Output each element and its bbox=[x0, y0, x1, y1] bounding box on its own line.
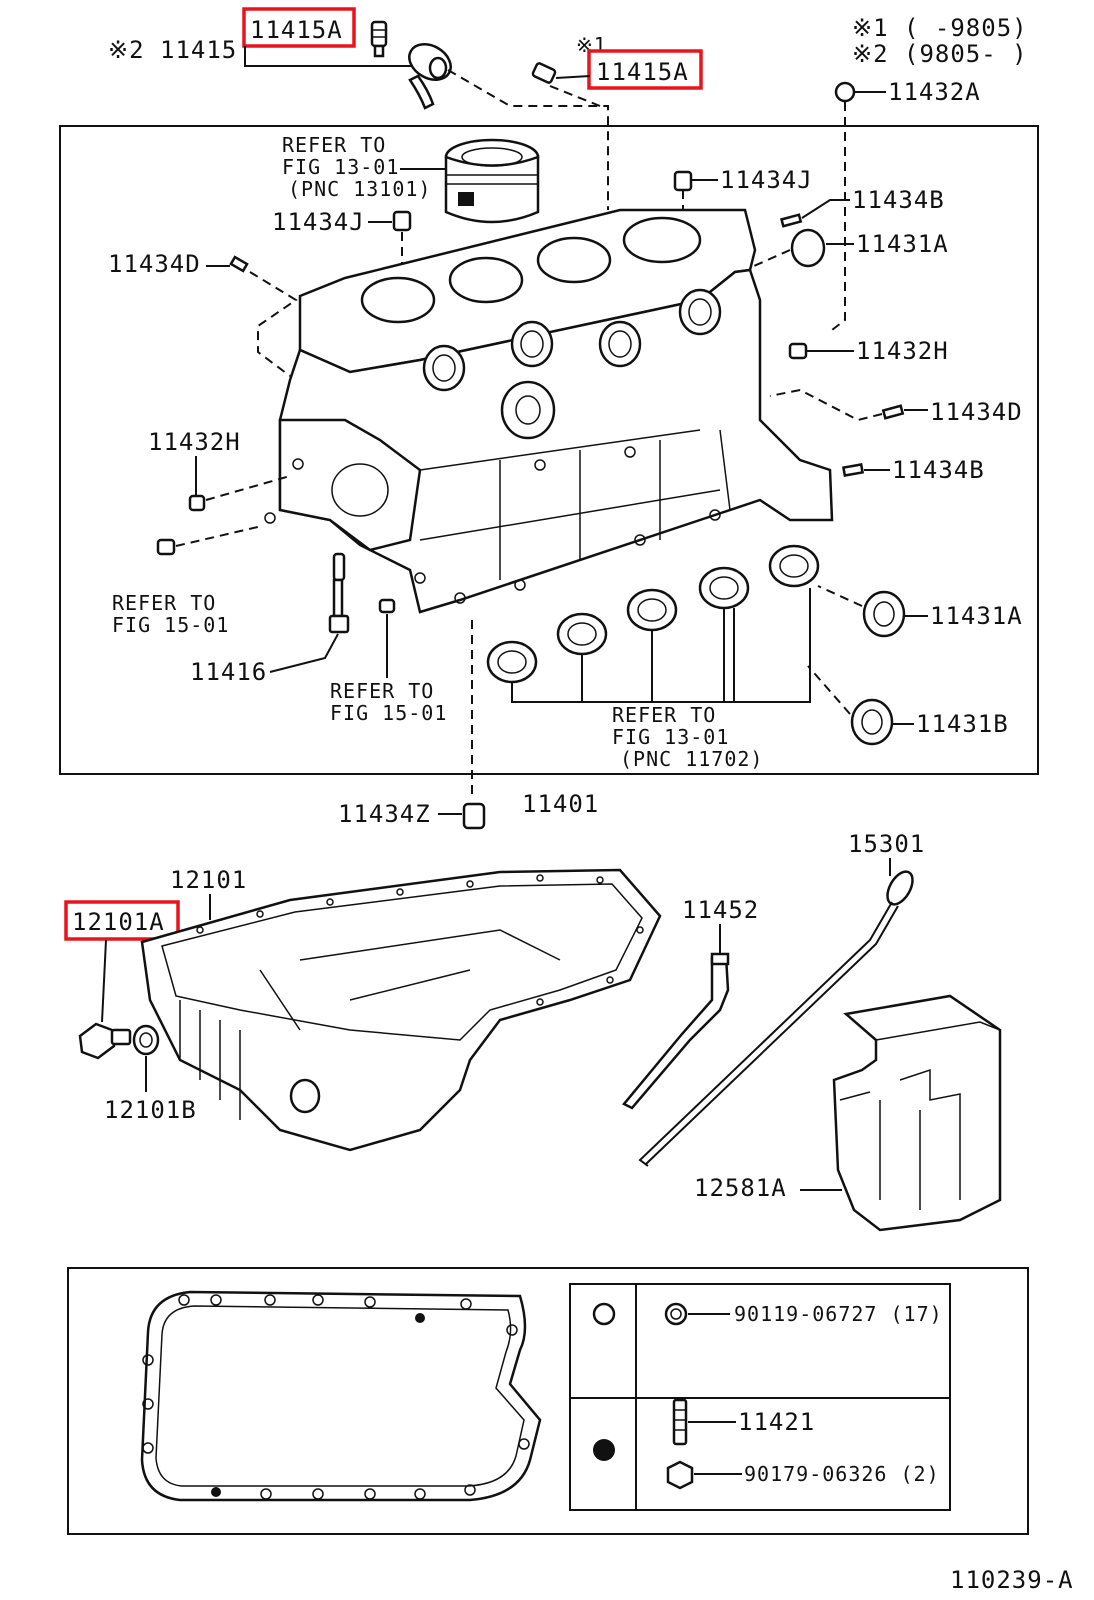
footnote-1: ※1 ( -9805) bbox=[852, 14, 1028, 42]
label-11434Z[interactable]: 11434Z bbox=[338, 800, 431, 828]
dowel-11434J-left[interactable] bbox=[368, 210, 412, 232]
leader-plug-left bbox=[175, 525, 263, 547]
pin-11434D-left[interactable] bbox=[206, 255, 249, 273]
oil-baffle-12581A[interactable] bbox=[832, 994, 1002, 1232]
refer-13-01-l-line3[interactable]: (PNC 11702) bbox=[620, 747, 763, 771]
label-11415A-mid[interactable]: 11415A bbox=[596, 58, 689, 86]
label-11401[interactable]: 11401 bbox=[522, 790, 599, 818]
plug-refer-15-01-right[interactable] bbox=[378, 598, 396, 614]
label-15301[interactable]: 15301 bbox=[848, 830, 925, 858]
oil-pan-gasket-outline[interactable] bbox=[140, 1290, 542, 1502]
plug-11432H-right[interactable] bbox=[788, 342, 854, 360]
plug-11431A-low[interactable] bbox=[862, 590, 928, 638]
footnote-2: ※2 (9805- ) bbox=[852, 40, 1028, 68]
label-12101[interactable]: 12101 bbox=[170, 866, 247, 894]
highlight-box-12101A[interactable] bbox=[64, 900, 180, 941]
stud-11421[interactable] bbox=[672, 1398, 736, 1446]
refer-15-01-b-line2[interactable]: FIG 15-01 bbox=[330, 701, 447, 725]
leader-11415 bbox=[244, 46, 420, 67]
refer-15-01-a-line2[interactable]: FIG 15-01 bbox=[112, 613, 229, 637]
leader-sensor bbox=[447, 69, 609, 210]
pin-11434B-top[interactable] bbox=[779, 199, 850, 228]
sensor-plug-11415A[interactable] bbox=[370, 20, 388, 58]
gasket-12101B[interactable] bbox=[132, 1024, 160, 1056]
refer-13-01-l-line2[interactable]: FIG 13-01 bbox=[612, 725, 729, 749]
label-11434B-top[interactable]: 11434B bbox=[852, 186, 945, 214]
leader-11434D-right bbox=[769, 388, 883, 422]
legend-symbol-open-circle bbox=[592, 1302, 616, 1326]
dowel-11434Z[interactable] bbox=[438, 802, 486, 830]
highlight-box-11415A-top[interactable] bbox=[242, 7, 356, 48]
leader-11432H-left bbox=[205, 475, 291, 501]
label-11432H-left[interactable]: 11432H bbox=[148, 428, 241, 456]
drain-plug-12101A[interactable] bbox=[78, 1022, 132, 1060]
label-11452[interactable]: 11452 bbox=[682, 896, 759, 924]
cylinder-block-11401[interactable] bbox=[264, 208, 834, 614]
label-11434D-left[interactable]: 11434D bbox=[108, 250, 201, 278]
piston[interactable] bbox=[444, 138, 540, 224]
legend-label-11421[interactable]: 11421 bbox=[738, 1408, 815, 1436]
leader-12101A bbox=[101, 939, 107, 1023]
refer-13-01-line1[interactable]: REFER TO bbox=[282, 133, 386, 157]
label-11415-note2[interactable]: ※2 11415 bbox=[108, 36, 237, 64]
pin-11434B-right[interactable] bbox=[841, 463, 890, 477]
dowel-11434J-top[interactable] bbox=[673, 170, 718, 192]
label-12101B[interactable]: 12101B bbox=[104, 1096, 197, 1124]
label-11431A-top[interactable]: 11431A bbox=[856, 230, 949, 258]
leader-11431A-top bbox=[744, 249, 791, 271]
plug-refer-15-01-left[interactable] bbox=[156, 538, 176, 556]
highlight-box-11415A-mid[interactable] bbox=[587, 49, 703, 90]
note1-mark: ※1 bbox=[576, 33, 607, 57]
plug-11431A-top[interactable] bbox=[790, 228, 854, 268]
label-11431B[interactable]: 11431B bbox=[916, 710, 1009, 738]
leader-11431B bbox=[807, 665, 851, 715]
label-11432A[interactable]: 11432A bbox=[888, 78, 981, 106]
label-11416[interactable]: 11416 bbox=[190, 658, 267, 686]
bottom-panel-frame bbox=[67, 1267, 1029, 1535]
leader-11434D-left bbox=[249, 271, 298, 377]
label-11431A-low[interactable]: 11431A bbox=[930, 602, 1023, 630]
leader-bearings bbox=[511, 588, 811, 703]
diagram-id: 110239-A bbox=[950, 1566, 1074, 1594]
label-11434J-top[interactable]: 11434J bbox=[720, 166, 813, 194]
plug-11415A-mid[interactable] bbox=[531, 62, 591, 84]
leader-11416 bbox=[269, 633, 339, 673]
legend-symbol-filled-circle bbox=[593, 1439, 615, 1461]
plug-11432H-left[interactable] bbox=[188, 456, 206, 512]
dipstick-15301[interactable] bbox=[638, 867, 918, 1167]
label-11434B-right[interactable]: 11434B bbox=[892, 456, 985, 484]
plug-11432A[interactable] bbox=[834, 81, 886, 103]
bolt-11416[interactable] bbox=[328, 552, 350, 634]
refer-13-01-line2[interactable]: FIG 13-01 bbox=[282, 155, 399, 179]
leader-11415A-mid bbox=[549, 85, 601, 107]
crankshaft-bearings[interactable] bbox=[486, 544, 820, 684]
refer-13-01-l-line1[interactable]: REFER TO bbox=[612, 703, 716, 727]
label-11434D-right[interactable]: 11434D bbox=[930, 398, 1023, 426]
dipstick-guide-11452[interactable] bbox=[622, 952, 730, 1110]
cylinder-block-frame bbox=[59, 125, 1039, 775]
label-12581A[interactable]: 12581A bbox=[694, 1174, 787, 1202]
label-11432H-right[interactable]: 11432H bbox=[856, 337, 949, 365]
label-12101A[interactable]: 12101A bbox=[72, 908, 165, 936]
legend-label-90179[interactable]: 90179-06326 (2) bbox=[744, 1462, 940, 1486]
label-11434J-left[interactable]: 11434J bbox=[272, 208, 365, 236]
leader-11431A-low bbox=[817, 585, 863, 607]
leader-11432A bbox=[831, 102, 846, 331]
pin-11434D-right[interactable] bbox=[881, 404, 928, 420]
oil-pan-12101[interactable] bbox=[140, 868, 662, 1152]
nut-90179-06326[interactable] bbox=[666, 1460, 742, 1490]
label-11415A-top[interactable]: 11415A bbox=[250, 16, 343, 44]
seal-11431B[interactable] bbox=[850, 698, 914, 746]
oil-pressure-sensor-11415[interactable] bbox=[403, 37, 457, 110]
bolt-90119-06727[interactable] bbox=[664, 1302, 730, 1326]
refer-15-01-b-line1[interactable]: REFER TO bbox=[330, 679, 434, 703]
refer-13-01-line3[interactable]: (PNC 13101) bbox=[288, 177, 431, 201]
legend-label-90119[interactable]: 90119-06727 (17) bbox=[734, 1302, 943, 1326]
refer-15-01-a-line1[interactable]: REFER TO bbox=[112, 591, 216, 615]
